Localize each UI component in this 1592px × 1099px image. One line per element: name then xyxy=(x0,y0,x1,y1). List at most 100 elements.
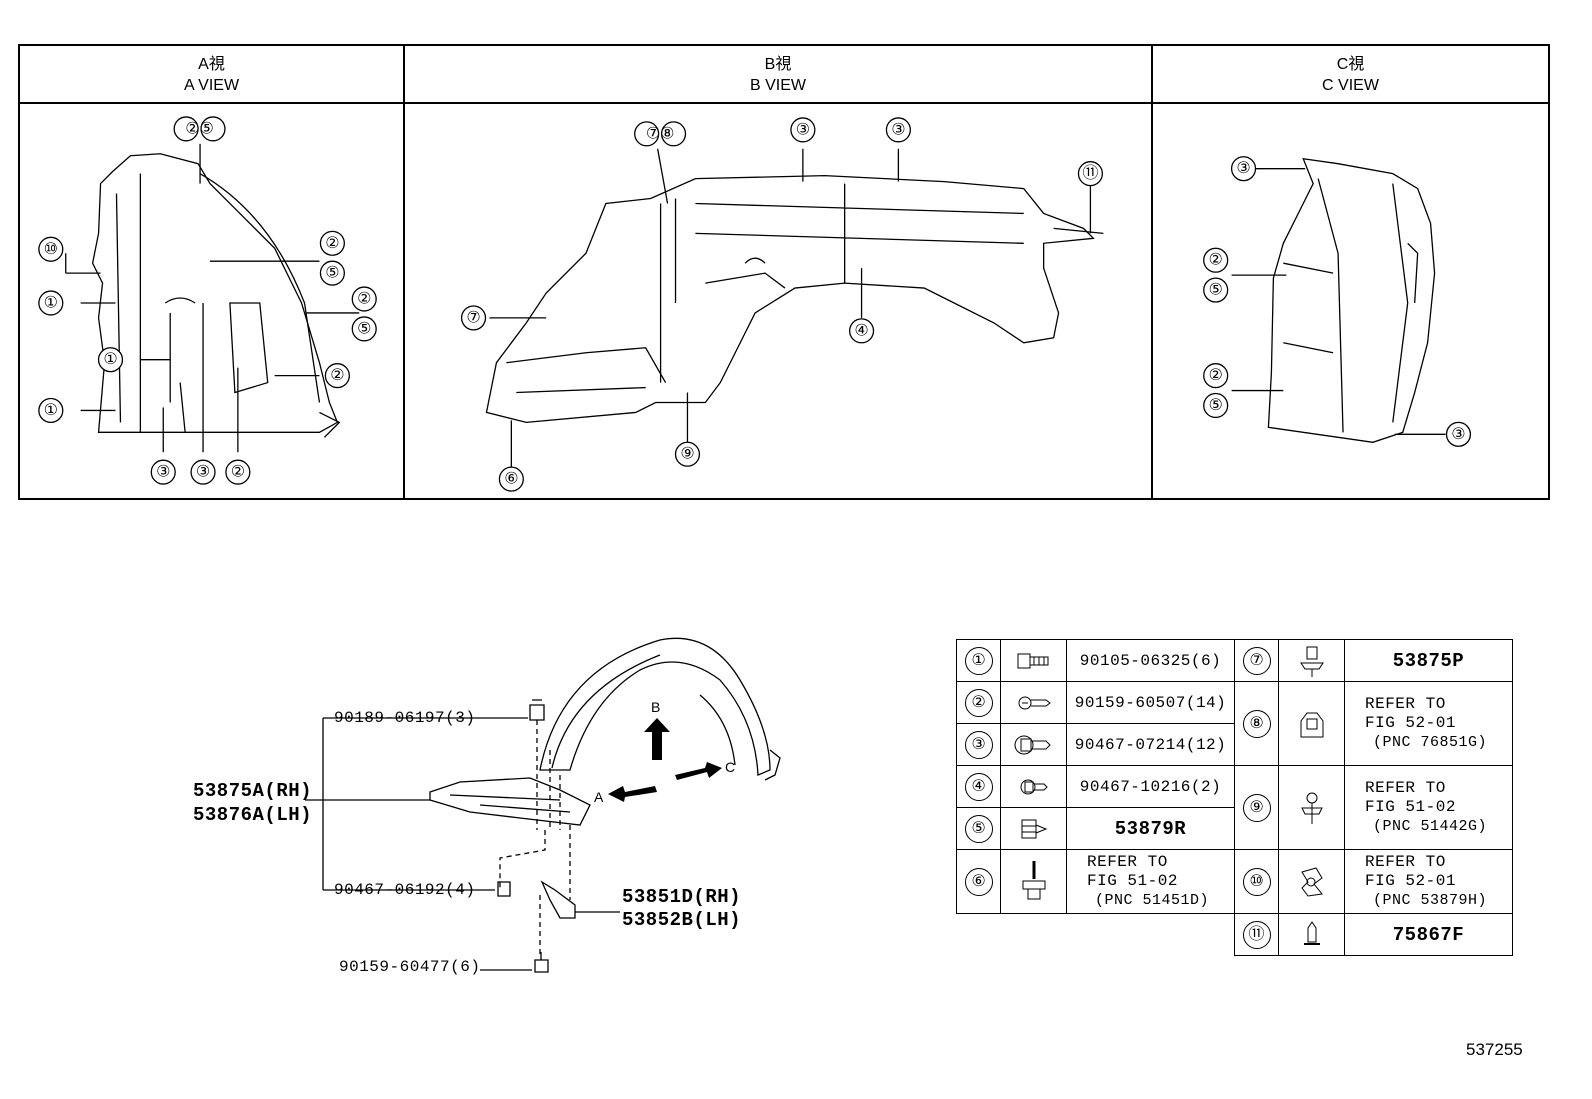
c-callout-2: ② xyxy=(1203,363,1229,389)
b-callout-6: ⑥ xyxy=(498,466,524,492)
svg-text:①: ① xyxy=(44,402,58,419)
svg-text:⑥: ⑥ xyxy=(504,471,518,488)
view-divider xyxy=(403,46,405,498)
svg-text:③: ③ xyxy=(156,464,170,481)
part-code: 90467-07214(12) xyxy=(1066,723,1235,766)
svg-text:③: ③ xyxy=(1451,426,1465,443)
spring-clip-icon xyxy=(1278,849,1345,914)
c-view-drawing: ③ ② ⑤ ② ⑤ ③ xyxy=(1203,156,1472,447)
pin-icon xyxy=(1278,913,1345,956)
part-code: 90105-06325(6) xyxy=(1066,639,1235,682)
svg-text:⑪: ⑪ xyxy=(1082,164,1098,182)
fastener-parts-table: ① 90105-06325(6) ⑦ 53875P ② 90159-60507(… xyxy=(956,639,1513,956)
svg-text:③: ③ xyxy=(891,121,905,138)
b-callout-9: ⑨ xyxy=(674,441,701,467)
part-number-badge: ⑥ xyxy=(964,867,993,896)
part-number-badge: ③ xyxy=(964,730,993,759)
part-number-badge: ⑩ xyxy=(1242,867,1271,896)
arrow-b-icon xyxy=(644,718,670,760)
b-callout-3: ③ xyxy=(790,117,816,143)
c-view-header: C視 C VIEW xyxy=(1153,46,1548,104)
c-view-title-jp: C視 xyxy=(1336,56,1365,73)
rivet-icon xyxy=(1278,639,1345,682)
b-callout-4: ④ xyxy=(848,318,875,344)
a-view-title-jp: A視 xyxy=(198,56,225,73)
svg-text:②: ② xyxy=(325,235,339,252)
part-code: 75867F xyxy=(1344,913,1513,956)
part-code: 90159-60507(14) xyxy=(1066,681,1235,724)
a-callout-5: ⑤ xyxy=(319,260,345,286)
clip-nut-icon xyxy=(1278,681,1345,766)
svg-text:⑩: ⑩ xyxy=(44,241,58,258)
bolt-part-number: 90159-60477(6) xyxy=(339,958,481,976)
nut-icon xyxy=(1000,807,1067,850)
a-view-drawing: ②⑤ ⑩ ① ② ⑤ ② ⑤ ① ② ① ③ ③ ② xyxy=(38,116,377,485)
b-callout-3: ③ xyxy=(885,117,911,143)
svg-text:①: ① xyxy=(103,351,117,368)
figure-id: 537255 xyxy=(1466,1040,1523,1059)
b-callout-7-8: ⑦⑧ xyxy=(634,121,687,147)
svg-text:⑤: ⑤ xyxy=(1209,397,1223,414)
c-view-panel: C視 C VIEW ③ ② xyxy=(1153,46,1548,498)
a-callout-2: ② xyxy=(351,286,377,312)
svg-text:⑤: ⑤ xyxy=(357,320,371,337)
b-callout-7: ⑦ xyxy=(460,305,487,331)
screw-icon xyxy=(1000,639,1067,682)
part-number-badge: ① xyxy=(964,646,993,675)
liner-rh-part-number: 53875A(RH) xyxy=(193,780,313,802)
b-view-title-en: B VIEW xyxy=(749,77,806,94)
a-callout-3: ③ xyxy=(150,459,176,485)
b-view-drawing: ⑦⑧ ③ ③ ⑪ ⑦ ④ ⑨ ⑥ xyxy=(460,117,1104,492)
svg-text:②⑤: ②⑤ xyxy=(185,120,214,137)
table-row: ⑤ 53879R xyxy=(956,807,1513,850)
liner-lh-part-number: 53876A(LH) xyxy=(193,804,313,826)
part-code: 53879R xyxy=(1066,807,1235,850)
c-callout-3: ③ xyxy=(1230,156,1257,182)
svg-text:①: ① xyxy=(44,294,58,311)
a-callout-10: ⑩ xyxy=(38,236,64,262)
svg-text:②: ② xyxy=(357,291,371,308)
part-number-badge: ② xyxy=(964,688,993,717)
part-number-badge: ⑨ xyxy=(1242,793,1271,822)
part-number-badge: ⑧ xyxy=(1242,709,1271,738)
part-code: 53875P xyxy=(1344,639,1513,682)
a-callout-2: ② xyxy=(324,363,350,389)
svg-text:②: ② xyxy=(231,464,245,481)
a-callout-2: ② xyxy=(225,459,251,485)
b-callout-11: ⑪ xyxy=(1077,161,1104,187)
b-view-header: B視 B VIEW xyxy=(405,46,1151,104)
a-view-callouts: ②⑤ ⑩ ① ② ⑤ ② ⑤ ① ② ① ③ ③ ② xyxy=(38,116,377,485)
arrow-b-label: B xyxy=(651,699,660,715)
svg-text:③: ③ xyxy=(1236,160,1250,177)
svg-text:②: ② xyxy=(330,367,344,384)
svg-text:③: ③ xyxy=(196,464,210,481)
bracket-lh-part-number: 53852B(LH) xyxy=(622,909,742,931)
main-exploded-drawing: B C A xyxy=(305,637,781,973)
table-row: ① 90105-06325(6) ⑦ 53875P xyxy=(956,639,1513,682)
a-callout-1: ① xyxy=(97,347,124,373)
clip-top-part-number: 90189-06197(3) xyxy=(334,709,476,727)
part-number-badge: ⑤ xyxy=(964,814,993,843)
svg-text:⑦: ⑦ xyxy=(466,309,480,326)
bolt-icon xyxy=(1000,849,1067,914)
part-number-badge: ④ xyxy=(964,772,993,801)
push-clip-icon xyxy=(1000,723,1067,766)
a-callout-3: ③ xyxy=(190,459,216,485)
c-callout-5: ⑤ xyxy=(1203,277,1229,303)
c-callout-5: ⑤ xyxy=(1203,392,1229,419)
svg-text:②: ② xyxy=(1209,252,1223,269)
arrow-a-label: A xyxy=(594,789,604,805)
part-number-badge: ⑦ xyxy=(1242,646,1271,675)
view-arrows: B C A xyxy=(594,699,735,805)
arrow-a-icon xyxy=(608,786,657,802)
part-number-badge: ⑪ xyxy=(1242,920,1271,949)
a-view-header: A視 A VIEW xyxy=(20,46,403,104)
svg-text:⑦⑧: ⑦⑧ xyxy=(646,125,675,142)
part-code: 90467-10216(2) xyxy=(1066,765,1235,808)
b-view-panel: B視 B VIEW xyxy=(405,46,1151,498)
c-view-callouts: ③ ② ⑤ ② ⑤ ③ xyxy=(1203,156,1472,447)
svg-text:②: ② xyxy=(1209,367,1223,384)
